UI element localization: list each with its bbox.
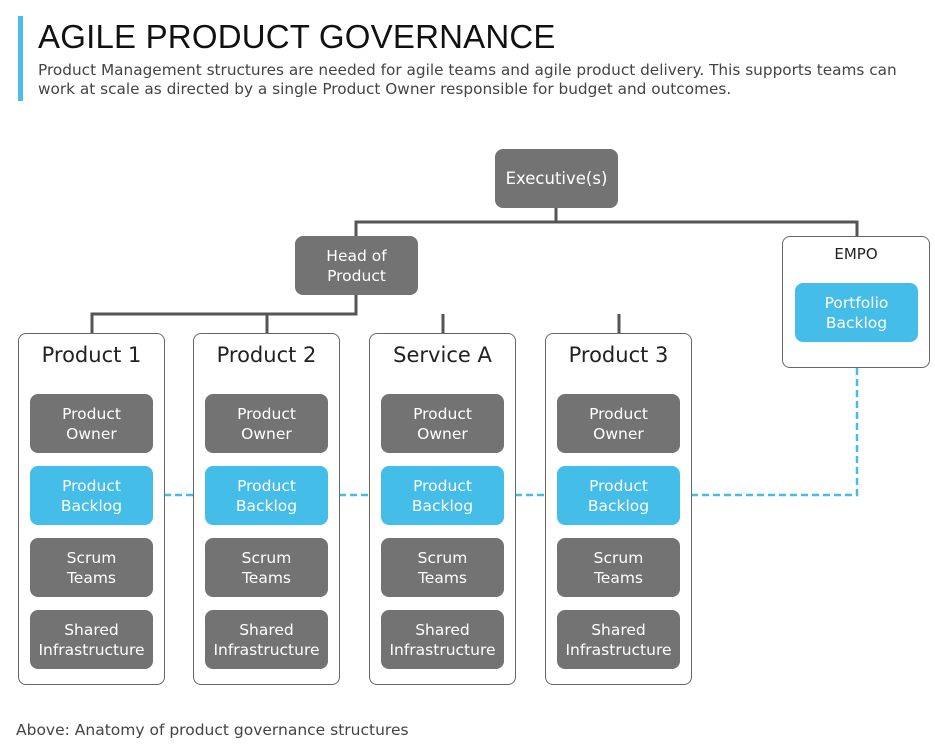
- figure-caption: Above: Anatomy of product governance str…: [16, 721, 409, 739]
- scrum-teams-node: Scrum Teams: [557, 538, 680, 597]
- head-of-product-node: Head of Product: [295, 236, 418, 295]
- product-title: Product 1: [41, 343, 142, 367]
- product-owner-node: Product Owner: [381, 394, 504, 453]
- product-backlog-node: Product Backlog: [381, 466, 504, 525]
- scrum-teams-node: Scrum Teams: [30, 538, 153, 597]
- accent-bar: [18, 16, 23, 101]
- product-backlog-node: Product Backlog: [30, 466, 153, 525]
- shared-infrastructure-node: Shared Infrastructure: [205, 610, 328, 669]
- product-backlog-node: Product Backlog: [557, 466, 680, 525]
- executive-node: Executive(s): [495, 149, 618, 208]
- scrum-teams-node: Scrum Teams: [381, 538, 504, 597]
- product-title: Product 2: [216, 343, 317, 367]
- shared-infrastructure-node: Shared Infrastructure: [30, 610, 153, 669]
- product-title: Product 3: [568, 343, 669, 367]
- scrum-teams-node: Scrum Teams: [205, 538, 328, 597]
- page-title: AGILE PRODUCT GOVERNANCE: [38, 18, 556, 55]
- product-owner-node: Product Owner: [557, 394, 680, 453]
- product-owner-node: Product Owner: [205, 394, 328, 453]
- shared-infrastructure-node: Shared Infrastructure: [557, 610, 680, 669]
- shared-infrastructure-node: Shared Infrastructure: [381, 610, 504, 669]
- connector-backlog-dashed: [153, 368, 859, 497]
- empo-title: EMPO: [834, 245, 878, 263]
- connector-executive: [354, 207, 859, 236]
- connector-head-of-product: [90, 294, 621, 333]
- page-subtitle: Product Management structures are needed…: [38, 61, 897, 98]
- portfolio-backlog-node: Portfolio Backlog: [795, 283, 918, 342]
- product-backlog-node: Product Backlog: [205, 466, 328, 525]
- product-owner-node: Product Owner: [30, 394, 153, 453]
- product-title: Service A: [393, 343, 492, 367]
